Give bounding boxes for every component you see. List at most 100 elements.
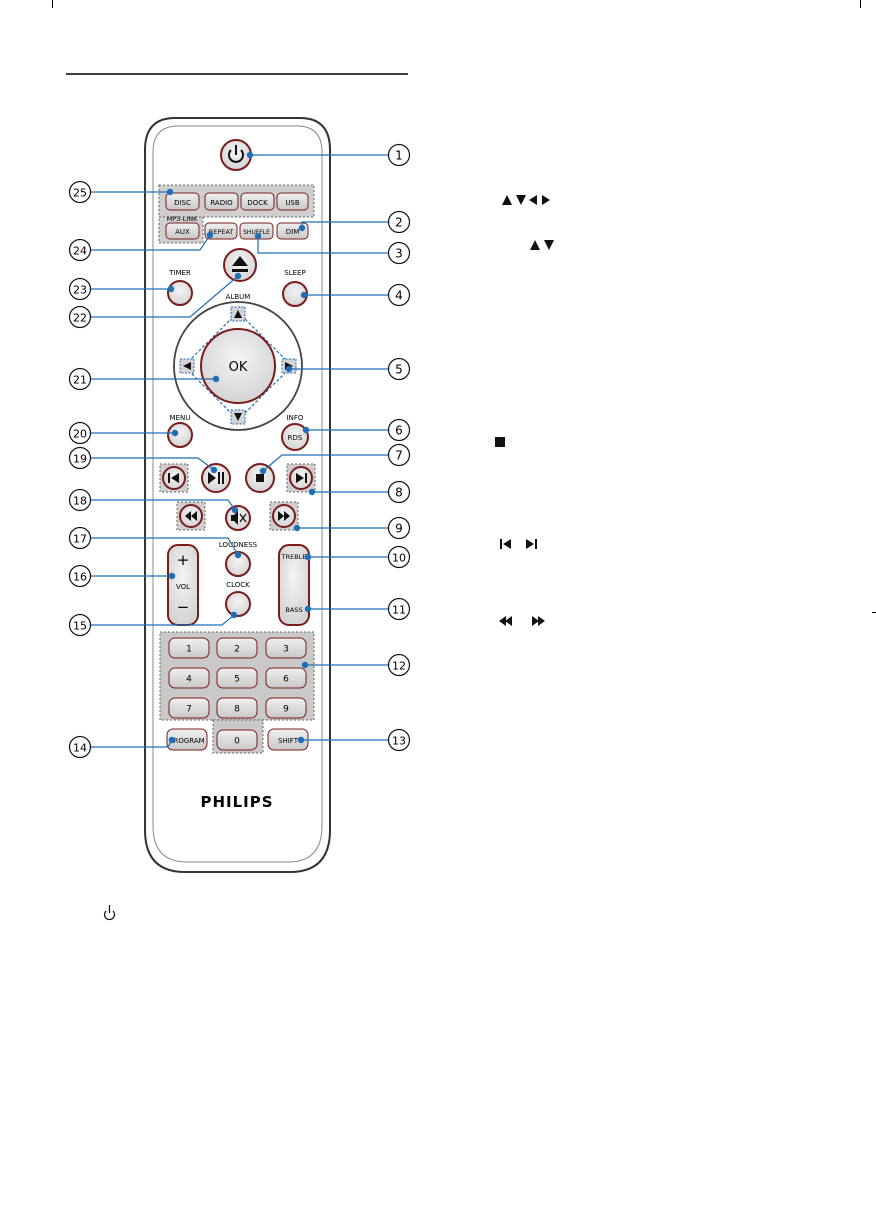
clock-label: CLOCK [226, 581, 250, 589]
brand-logo: PHILIPS [200, 793, 273, 811]
callout-dot [294, 525, 300, 531]
callout-dot [299, 225, 305, 231]
callout-dot [211, 467, 217, 473]
nav-left-button[interactable] [180, 359, 194, 373]
digit-key-label: 9 [283, 705, 289, 715]
digit-key-1[interactable]: 1 [169, 638, 209, 658]
bass-label: BASS [285, 606, 302, 614]
callout-number: 23 [73, 284, 87, 297]
callout-dot [168, 286, 174, 292]
radio-button[interactable]: RADIO [205, 193, 238, 210]
timer-label: TIMER [168, 269, 191, 277]
callout-number: 18 [73, 495, 87, 508]
loudness-label: LOUDNESS [219, 541, 258, 549]
callout-dot [172, 430, 178, 436]
album-label: ALBUM [226, 293, 251, 301]
callout-number: 20 [73, 428, 87, 441]
menu-label: MENU [170, 414, 191, 422]
power-button[interactable] [221, 140, 251, 170]
mp3-link-label: MP3-LINK [167, 215, 198, 223]
svg-text:DISC: DISC [174, 199, 191, 207]
callout-number: 24 [73, 245, 87, 258]
callout-dot [213, 376, 219, 382]
digit-key-6[interactable]: 6 [266, 668, 306, 688]
callout-dot [286, 366, 292, 372]
volume-label: VOL [176, 583, 190, 591]
callout-number: 25 [73, 187, 87, 200]
digit-key-4[interactable]: 4 [169, 668, 209, 688]
sleep-label: SLEEP [284, 269, 305, 277]
stop-button[interactable] [246, 464, 274, 492]
volume-rocker[interactable]: + VOL − [168, 545, 198, 625]
forward-button[interactable] [273, 505, 295, 527]
menu-button[interactable] [168, 423, 192, 447]
callout-dot [231, 612, 237, 618]
svg-text:USB: USB [285, 199, 300, 207]
callout-dot [305, 554, 311, 560]
digit-key-8[interactable]: 8 [217, 698, 257, 718]
digit-key-label: 5 [234, 675, 240, 685]
volume-down-label: − [177, 598, 190, 616]
digit-key-label: 1 [186, 645, 192, 655]
rewind-button[interactable] [180, 505, 202, 527]
digit-key-2[interactable]: 2 [217, 638, 257, 658]
callout-number: 10 [392, 552, 406, 565]
digit-key-9[interactable]: 9 [266, 698, 306, 718]
disc-button[interactable]: DISC [166, 193, 199, 210]
nav-arrows-icon-group [502, 195, 550, 205]
digit-key-label: 0 [234, 737, 240, 747]
prev-button[interactable] [163, 467, 185, 489]
clock-button[interactable] [226, 592, 250, 616]
callout-dot [247, 152, 253, 158]
digit-key-7[interactable]: 7 [169, 698, 209, 718]
callout-number: 4 [395, 289, 403, 303]
svg-text:DIM: DIM [286, 228, 300, 236]
digit-key-5[interactable]: 5 [217, 668, 257, 688]
svg-text:AUX: AUX [175, 228, 190, 236]
callout-number: 8 [395, 486, 403, 500]
callout-number: 7 [395, 449, 403, 463]
svg-text:OK: OK [229, 360, 248, 375]
aux-button[interactable]: AUX [166, 223, 199, 239]
callout-number: 6 [395, 424, 403, 438]
digit-key-label: 6 [283, 675, 289, 685]
rewind-forward-icon-group [499, 616, 545, 626]
usb-button[interactable]: USB [277, 193, 308, 210]
callout-number: 22 [73, 312, 87, 325]
digit-key-label: 7 [186, 705, 192, 715]
nav-down-button[interactable] [231, 410, 245, 424]
next-button[interactable] [290, 467, 312, 489]
stop-icon [495, 437, 505, 447]
timer-button[interactable] [168, 281, 192, 305]
digit-key-label: 2 [234, 645, 240, 655]
svg-text:RADIO: RADIO [210, 199, 233, 207]
ok-button[interactable]: OK [201, 329, 275, 403]
callout-dot [232, 507, 238, 513]
digit-key-label: 8 [234, 705, 240, 715]
callout-number: 13 [392, 735, 406, 748]
nav-up-button[interactable] [231, 307, 245, 321]
callout-number: 12 [392, 660, 406, 673]
callout-dot [302, 662, 308, 668]
callout-number: 5 [395, 363, 403, 377]
callout-number: 15 [73, 620, 87, 633]
callout-dot [301, 292, 307, 298]
callout-number: 16 [73, 571, 87, 584]
volume-up-label: + [177, 551, 190, 569]
digit-key-3[interactable]: 3 [266, 638, 306, 658]
digit-key-0[interactable]: 0 [217, 730, 257, 750]
callout-dot [260, 468, 266, 474]
treble-bass-rocker[interactable]: TREBLE BASS [279, 545, 309, 625]
callout-number: 17 [73, 533, 87, 546]
callout-number: 2 [395, 216, 403, 230]
callout-dot [235, 273, 241, 279]
callout-dot [167, 189, 173, 195]
callout-number: 19 [73, 453, 87, 466]
callout-dot [309, 489, 315, 495]
dock-button[interactable]: DOCK [241, 193, 274, 210]
callout-number: 11 [392, 604, 406, 617]
digit-key-label: 4 [186, 675, 192, 685]
callout-number: 21 [73, 374, 87, 387]
callout-number: 9 [395, 522, 403, 536]
